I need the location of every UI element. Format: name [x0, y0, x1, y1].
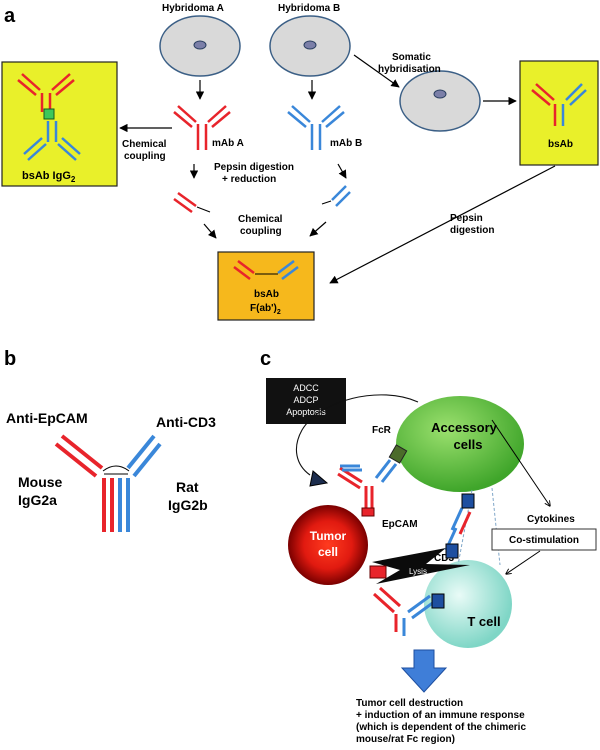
mab-a-label: mAb A: [212, 138, 244, 149]
accessory-tcell-red: [458, 511, 472, 535]
hybrid-cell-nucleus: [433, 89, 447, 99]
mab-b-label: mAb B: [330, 138, 362, 149]
outcome-line4: mouse/rat Fc region): [356, 734, 455, 745]
accessory-label-line2: cells: [454, 437, 483, 452]
somatic-label-line2: hybridisation: [378, 64, 441, 75]
fab-b-hinge: [321, 200, 332, 205]
epcam-receptor-top: [361, 507, 375, 517]
outcome-line3: (which is dependent of the chimeric: [356, 722, 526, 733]
arrow-fab-a: [203, 223, 217, 239]
bridge-red-chains: [337, 466, 374, 510]
bsab-fab2-line2: F(ab')2: [250, 303, 281, 316]
hybridoma-a-label: Hybridoma A: [162, 3, 224, 14]
lower-red-chains: [372, 586, 402, 632]
panel-c: c ADCC ADCP Apoptosis Accessory cells Fc…: [260, 348, 597, 745]
fab-b-fragment: [331, 185, 351, 207]
cd3-label: CD3: [434, 553, 454, 564]
costimulation-box: [491, 528, 597, 551]
bsab-blue-chains: [561, 83, 587, 126]
arrow-fab-b: [309, 221, 327, 237]
panel-b-letter: b: [4, 348, 16, 370]
bridge-blue-chains: [342, 459, 398, 483]
anti-cd3-label: Anti-CD3: [156, 414, 216, 430]
panel-b: b Anti-EpCAM Anti-CD3 Mouse IgG2a Rat Ig…: [4, 348, 216, 532]
somatic-label-line1: Somatic: [392, 52, 431, 63]
mechanism-adcc: ADCC: [293, 383, 319, 393]
fab-a-fragment: [173, 191, 197, 214]
outcome-line2: + induction of an immune response: [356, 710, 525, 721]
effector-arc: [295, 394, 419, 476]
bsab-igg2-red-arms: [17, 73, 75, 112]
mechanism-apoptosis: Apoptosis: [286, 407, 326, 417]
mouse-igg2a-chains: [54, 434, 114, 532]
chemical-center-line2: coupling: [240, 226, 282, 237]
hybridoma-b-nucleus: [303, 40, 317, 50]
rat-igg2b-chains: [118, 434, 162, 532]
tumor-label-line1: Tumor: [310, 529, 347, 543]
bsab-igg2-blue-arms: [23, 121, 81, 161]
lysis-bolt: [372, 548, 470, 584]
bsab-fab2-red: [233, 260, 255, 280]
bsab-right-label: bsAb: [548, 139, 573, 150]
cd3-receptor: [445, 543, 459, 559]
tcell-receptor-top: [461, 493, 475, 509]
chemical-center-line1: Chemical: [238, 214, 283, 225]
cytokine-arrow: [491, 419, 550, 506]
chemical-left-line1: Chemical: [122, 139, 167, 150]
hybrid-cell: [399, 70, 481, 132]
mechanisms-box: [266, 378, 346, 424]
tcell-label: T cell: [467, 614, 500, 629]
fab-a-hinge: [196, 206, 211, 213]
outcome-line1: Tumor cell destruction: [356, 698, 463, 709]
bsab-igg2-label: bsAb IgG2: [22, 170, 76, 184]
t-cell: [424, 560, 512, 648]
lower-cd3-receptor: [431, 593, 445, 609]
tumor-cell: [288, 505, 368, 585]
chemical-left-line2: coupling: [124, 151, 166, 162]
mab-b-antibody: [287, 105, 345, 150]
arrow-somatic: [353, 54, 400, 88]
tumor-label-line2: cell: [318, 545, 338, 559]
outcome-arrow: [400, 649, 448, 693]
hinge-disulfide: [102, 465, 130, 472]
arrow-pepsin-digestion: [329, 165, 556, 284]
bsab-fab2-line1: bsAb: [254, 289, 279, 300]
pepsin-digestion-line2: digestion: [450, 225, 494, 236]
epcam-label: EpCAM: [382, 519, 418, 530]
bsab-red-chains: [531, 83, 557, 126]
accessory-label-line1: Accessory: [431, 420, 498, 435]
mechanism-adcp: ADCP: [293, 395, 318, 405]
panel-a: a Hybridoma A Hybridoma B Somatic hybrid…: [1, 3, 599, 321]
panel-a-letter: a: [4, 5, 16, 27]
mouse-label-line1: Mouse: [18, 474, 63, 490]
panel-c-letter: c: [260, 348, 271, 370]
mouse-label-line2: IgG2a: [18, 492, 57, 508]
fcr-receptor: [388, 444, 408, 464]
linker-square: [43, 108, 55, 120]
cytokines-label: Cytokines: [527, 514, 575, 525]
hybridoma-a-nucleus: [193, 40, 207, 50]
dash-link-2: [491, 487, 501, 566]
pepsin-digestion-line1: Pepsin: [450, 213, 483, 224]
lysis-label: Lysis: [409, 567, 427, 576]
arrow-pepsin-b: [337, 163, 347, 179]
pepsin-reduction-line1: Pepsin digestion: [214, 162, 294, 173]
fcr-label: FcR: [372, 425, 392, 436]
rat-label-line1: Rat: [176, 479, 199, 495]
anti-epcam-label: Anti-EpCAM: [6, 410, 88, 426]
lower-blue-chains: [402, 594, 435, 636]
rat-label-line2: IgG2b: [168, 497, 208, 513]
hybridoma-b-label: Hybridoma B: [278, 3, 340, 14]
costim-arrow: [506, 550, 541, 574]
costimulation-label: Co-stimulation: [509, 535, 579, 546]
mab-a-antibody: [173, 105, 231, 150]
bsab-fab2-blue: [277, 260, 299, 280]
epcam-receptor: [369, 565, 387, 579]
bsab-box: [519, 60, 599, 166]
pepsin-reduction-line2: + reduction: [222, 174, 276, 185]
effector-arrowhead: [309, 470, 329, 487]
bsab-fab2-box: [217, 251, 315, 321]
